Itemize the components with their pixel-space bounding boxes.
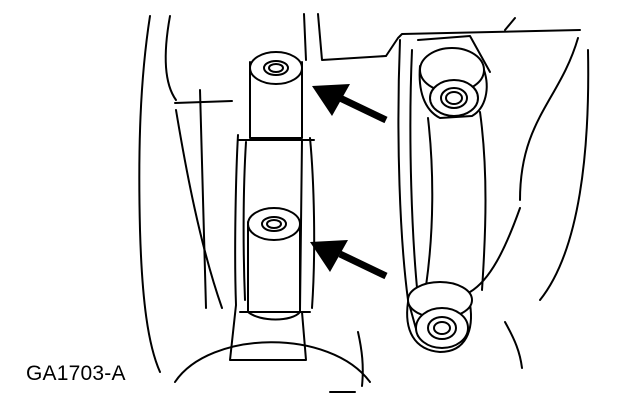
upper-dowel [249,51,303,139]
bearing-cap-center [229,134,316,361]
lower-right-bolt [406,281,473,353]
figure-code-label: GA1703-A [26,362,126,385]
arrow-icon-upper [312,84,388,124]
arrow-icon-lower [310,240,388,280]
upper-right-bolt [418,47,488,119]
lower-dowel [247,207,301,321]
engine-block-outline [138,13,590,393]
